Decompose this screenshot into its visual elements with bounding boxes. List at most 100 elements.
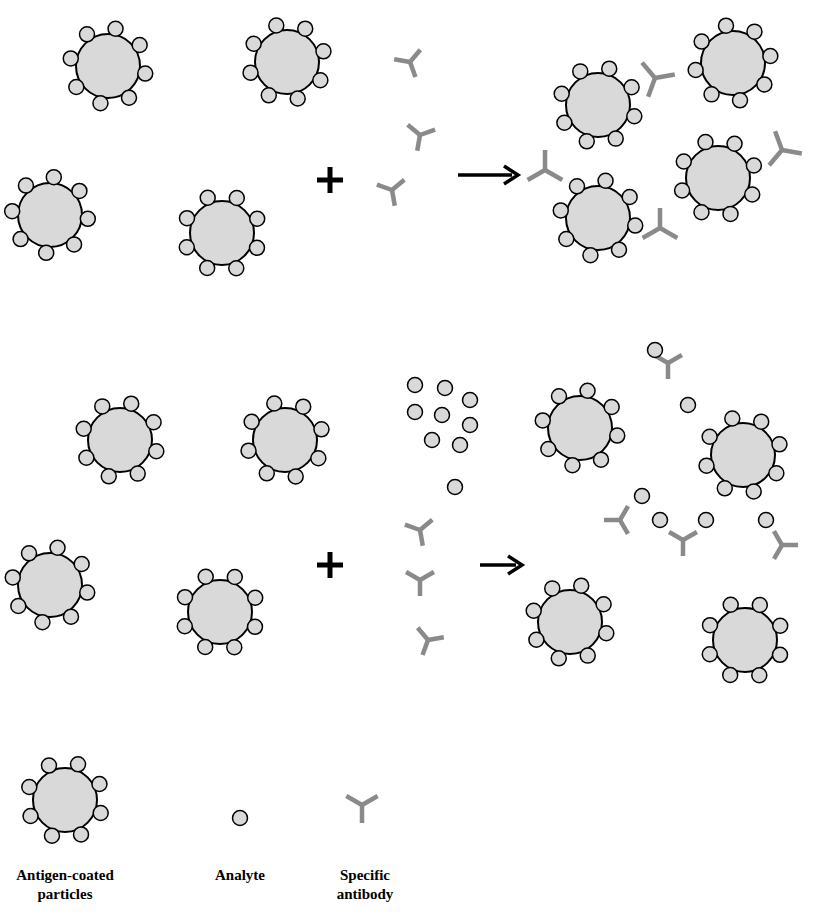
antigen-bead [67, 237, 82, 252]
antibody-symbol [654, 355, 682, 379]
antigen-bead [200, 261, 215, 276]
antigen-bead [5, 204, 20, 219]
antigen-bead [11, 598, 26, 613]
antigen-bead [624, 80, 639, 95]
antibody-arm [536, 150, 553, 170]
antigen-bead [50, 540, 65, 555]
antigen-bead [95, 399, 110, 414]
antigen-coated-particle [675, 135, 762, 222]
analyte-dot [408, 378, 423, 393]
antigen-bead [79, 450, 94, 465]
antigen-bead [733, 93, 748, 108]
antigen-bead [763, 48, 778, 63]
antigen-bead [694, 205, 709, 220]
antigen-bead [725, 411, 740, 426]
antibody-arm [658, 208, 663, 228]
legend-label: Analyte [190, 866, 290, 885]
antigen-coated-particle [63, 21, 152, 110]
antibody-arm [648, 78, 655, 97]
antigen-bead [146, 415, 161, 430]
reaction-arrow [458, 166, 518, 184]
antigen-bead [248, 619, 263, 634]
analyte-dot [635, 489, 650, 504]
antigen-bead [552, 389, 567, 404]
plus-sign [317, 167, 343, 193]
antigen-coated-particle [688, 18, 778, 108]
antibody-arm [420, 530, 423, 546]
antigen-bead [108, 21, 123, 36]
antigen-bead [250, 240, 265, 255]
antigen-bead [93, 96, 108, 111]
particle-core [701, 31, 765, 95]
antibody-arm [420, 572, 434, 580]
antigen-bead [752, 597, 767, 612]
plus-sign [317, 552, 343, 578]
analyte-dot [435, 408, 450, 423]
antigen-bead [580, 648, 595, 663]
analyte-dot [438, 381, 453, 396]
antigen-bead [554, 86, 569, 101]
antigen-bead [596, 597, 611, 612]
antibody-symbol [604, 506, 640, 541]
antigen-bead [559, 231, 574, 246]
antigen-bead [622, 190, 637, 205]
antibody-symbol [409, 628, 443, 660]
antigen-bead [177, 590, 192, 605]
antigen-bead [772, 437, 787, 452]
particle-core [713, 608, 777, 672]
antigen-coated-particle [526, 578, 614, 666]
antigen-bead [46, 170, 61, 185]
antigen-coated-particle [241, 396, 329, 484]
antigen-coated-particle [535, 383, 624, 472]
antibody-arm [774, 545, 782, 559]
antibody-arm [782, 538, 798, 552]
antigen-bead [773, 647, 788, 662]
particle-core [255, 30, 319, 94]
antigen-bead [608, 131, 623, 146]
antigen-bead [130, 466, 145, 481]
antigen-coated-particle [76, 396, 164, 484]
particle-core [566, 73, 630, 137]
antigen-bead [702, 429, 717, 444]
antigen-coated-particle [554, 61, 642, 149]
antigen-bead [198, 569, 213, 584]
antibody-arm [406, 125, 421, 135]
antigen-bead [723, 668, 738, 683]
antigen-bead [63, 51, 78, 66]
antibody-arm [346, 796, 362, 805]
antigen-bead [628, 218, 643, 233]
particle-core [33, 768, 97, 832]
antibody-symbol [756, 131, 802, 176]
antigen-bead [267, 396, 282, 411]
antigen-coated-particle [22, 757, 108, 843]
antibody-arm [410, 62, 415, 77]
antigen-bead [259, 466, 274, 481]
antigen-bead [5, 570, 20, 585]
antigen-bead [101, 469, 116, 484]
antibody-arm [405, 522, 420, 532]
antigen-bead [574, 578, 589, 593]
antibody-arm [545, 170, 562, 180]
antibody-arm [407, 50, 423, 62]
antigen-bead [723, 206, 738, 221]
antibody-arm [377, 182, 392, 192]
antigen-bead [535, 413, 550, 428]
antigen-bead [769, 466, 784, 481]
antibody-arm [668, 355, 682, 363]
antigen-bead [13, 232, 28, 247]
particle-core [538, 590, 602, 654]
antigen-coated-particle [179, 190, 264, 275]
antigen-bead [149, 444, 164, 459]
antigen-bead [93, 806, 108, 821]
antigen-bead [44, 828, 59, 843]
antigen-bead [246, 36, 261, 51]
analyte-dot [425, 433, 440, 448]
antigen-bead [132, 38, 147, 53]
antigen-bead [526, 603, 541, 618]
antigen-bead [39, 245, 54, 260]
antigen-bead [74, 827, 89, 842]
antigen-bead [717, 481, 732, 496]
antigen-bead [604, 400, 619, 415]
antigen-bead [229, 190, 244, 205]
analyte-dot [759, 513, 774, 528]
